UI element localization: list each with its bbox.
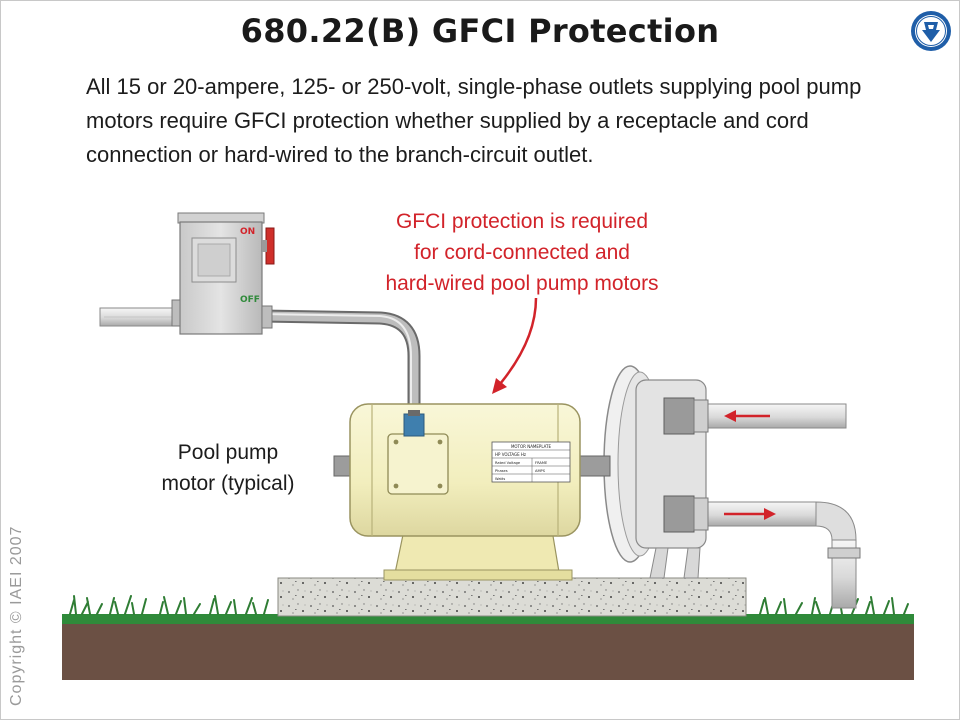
grass-tufts xyxy=(69,595,909,615)
nameplate-row2b: FRAME xyxy=(535,461,548,465)
motor-label-line-2: motor (typical) xyxy=(161,472,295,495)
callout-arrow-icon xyxy=(492,297,538,394)
supply-cable xyxy=(99,307,181,327)
concrete-pad xyxy=(277,577,747,617)
grass-strip xyxy=(62,614,914,624)
motor-nameplate: MOTOR NAMEPLATE HP VOLTAGE Hz Rated Volt… xyxy=(491,441,571,483)
flexible-conduit xyxy=(255,309,421,427)
callout-line-2: for cord-connected and xyxy=(414,241,630,264)
motor-shaft xyxy=(575,455,611,477)
callout-line-3: hard-wired pool pump motors xyxy=(385,272,659,295)
soil xyxy=(62,622,914,680)
motor-label-line-1: Pool pump xyxy=(177,441,279,464)
ground xyxy=(62,595,914,680)
flow-in-arrow-icon xyxy=(724,410,770,422)
nameplate-row3b: AMPS xyxy=(535,469,546,473)
page-title: 680.22(B) GFCI Protection xyxy=(240,12,720,50)
pump-housing xyxy=(603,365,861,609)
disconnect-switch xyxy=(171,212,275,335)
nameplate-row4a: Watts xyxy=(495,477,505,481)
motor-label: Pool pump motor (typical) xyxy=(138,437,318,499)
iaei-keystone-seal-icon xyxy=(911,11,951,51)
pool-pump-motor xyxy=(349,403,581,581)
switch-handle xyxy=(265,227,275,265)
switch-on-label: ON xyxy=(240,227,255,237)
nameplate-row1: HP VOLTAGE Hz xyxy=(495,452,526,457)
gfci-callout: GFCI protection is required for cord-con… xyxy=(352,206,692,299)
nameplate-row2a: Rated Voltage xyxy=(495,461,521,465)
copyright-text: Copyright © IAEI 2007 xyxy=(8,525,25,706)
switch-off-label: OFF xyxy=(240,295,260,305)
callout-line-1: GFCI protection is required xyxy=(395,210,649,233)
nameplate-heading: MOTOR NAMEPLATE xyxy=(511,444,552,449)
flow-out-arrow-icon xyxy=(724,508,776,520)
intro-paragraph: All 15 or 20-ampere, 125- or 250-volt, s… xyxy=(86,74,862,167)
nameplate-row3a: Phases xyxy=(495,469,508,473)
